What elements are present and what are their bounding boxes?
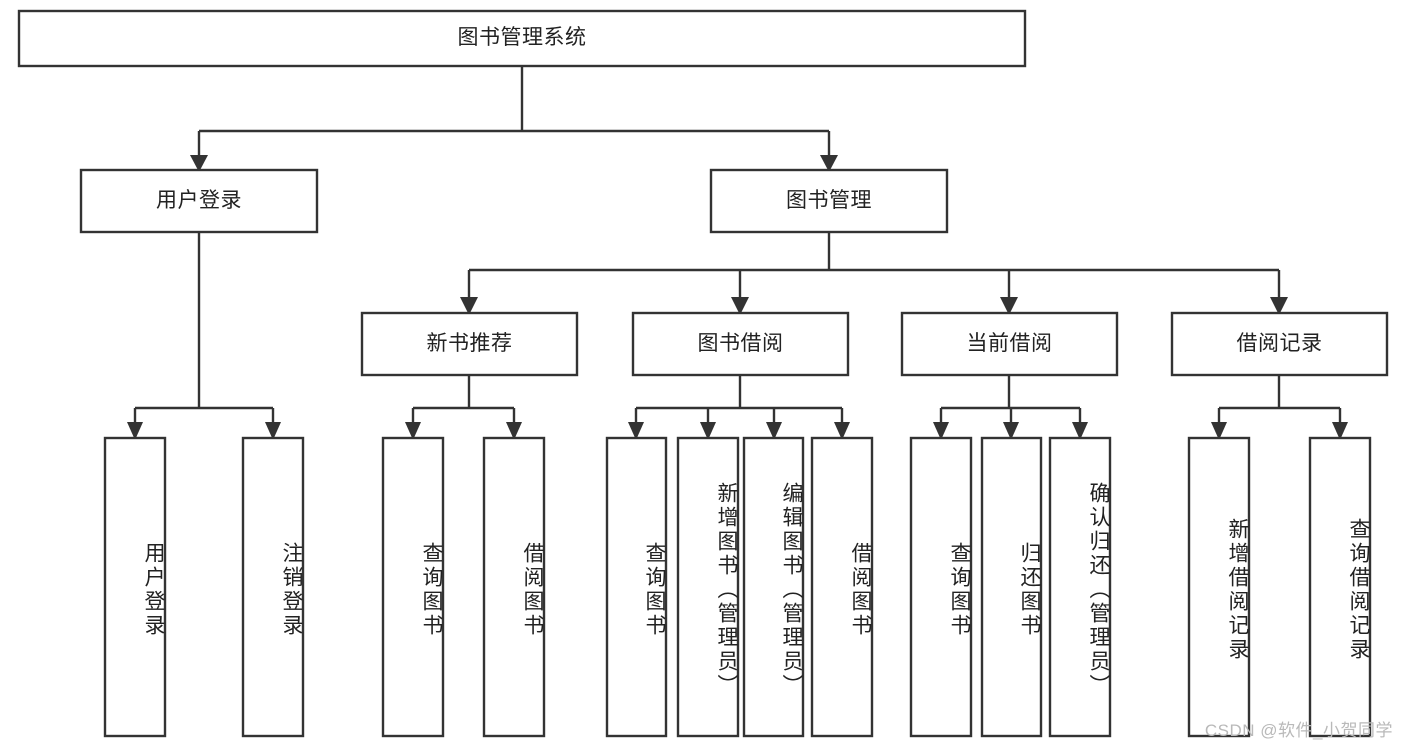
connector-group-borrow-record — [1211, 375, 1348, 440]
node-box-leaf-edit-book[interactable] — [742, 436, 805, 738]
node-box-book-borrow[interactable] — [631, 311, 850, 377]
node-box-leaf-query-book-3[interactable] — [909, 436, 973, 738]
arrow-nbr-to-leaf-borrow-book — [506, 422, 522, 440]
arrow-cb-to-leaf-query-book — [933, 422, 949, 440]
node-box-leaf-return-book[interactable] — [980, 436, 1043, 738]
connector-group-current-borrow — [933, 375, 1088, 440]
node-box-new-book-rec[interactable] — [360, 311, 579, 377]
arrow-ul-to-leaf-logout — [265, 422, 281, 440]
connector-group-user-login — [127, 232, 281, 440]
arrow-bm-to-new-book-rec — [460, 297, 478, 315]
arrow-bb-to-leaf-add-book — [700, 422, 716, 440]
node-box-borrow-record[interactable] — [1170, 311, 1389, 377]
node-box-leaf-borrow-book-1[interactable] — [482, 436, 546, 738]
connector-group-root — [190, 66, 838, 172]
watermark-text: CSDN @软件_小贺同学 — [1204, 721, 1393, 740]
arrow-root-to-user-login — [190, 155, 208, 172]
arrow-bb-to-leaf-borrow-book — [834, 422, 850, 440]
node-box-leaf-query-book-1[interactable] — [381, 436, 445, 738]
arrow-cb-to-leaf-return-book — [1003, 422, 1019, 440]
node-boxes-layer — [17, 9, 1389, 738]
arrow-nbr-to-leaf-query-book — [405, 422, 421, 440]
node-box-root[interactable] — [17, 9, 1027, 68]
node-box-leaf-add-record[interactable] — [1187, 436, 1251, 738]
node-box-leaf-query-book-2[interactable] — [605, 436, 668, 738]
arrow-br-to-leaf-query-record — [1332, 422, 1348, 440]
arrow-br-to-leaf-add-record — [1211, 422, 1227, 440]
node-box-current-borrow[interactable] — [900, 311, 1119, 377]
node-box-leaf-add-book[interactable] — [676, 436, 740, 738]
node-box-book-manage[interactable] — [709, 168, 949, 234]
arrow-root-to-book-manage — [820, 155, 838, 172]
node-box-user-login[interactable] — [79, 168, 319, 234]
arrow-bm-to-book-borrow — [731, 297, 749, 315]
connector-group-book-manage — [460, 232, 1288, 315]
arrow-bm-to-borrow-record — [1270, 297, 1288, 315]
arrow-bb-to-leaf-query-book — [628, 422, 644, 440]
arrow-bm-to-current-borrow — [1000, 297, 1018, 315]
connector-group-new-book-rec — [405, 375, 522, 440]
node-box-leaf-user-login[interactable] — [103, 436, 167, 738]
arrow-cb-to-leaf-confirm-return — [1072, 422, 1088, 440]
arrow-bb-to-leaf-edit-book — [766, 422, 782, 440]
arrow-ul-to-leaf-user-login — [127, 422, 143, 440]
node-box-leaf-query-record[interactable] — [1308, 436, 1372, 738]
connector-group-book-borrow — [628, 375, 850, 440]
node-box-leaf-confirm-return[interactable] — [1048, 436, 1112, 738]
node-box-leaf-borrow-book-2[interactable] — [810, 436, 874, 738]
node-box-leaf-logout[interactable] — [241, 436, 305, 738]
